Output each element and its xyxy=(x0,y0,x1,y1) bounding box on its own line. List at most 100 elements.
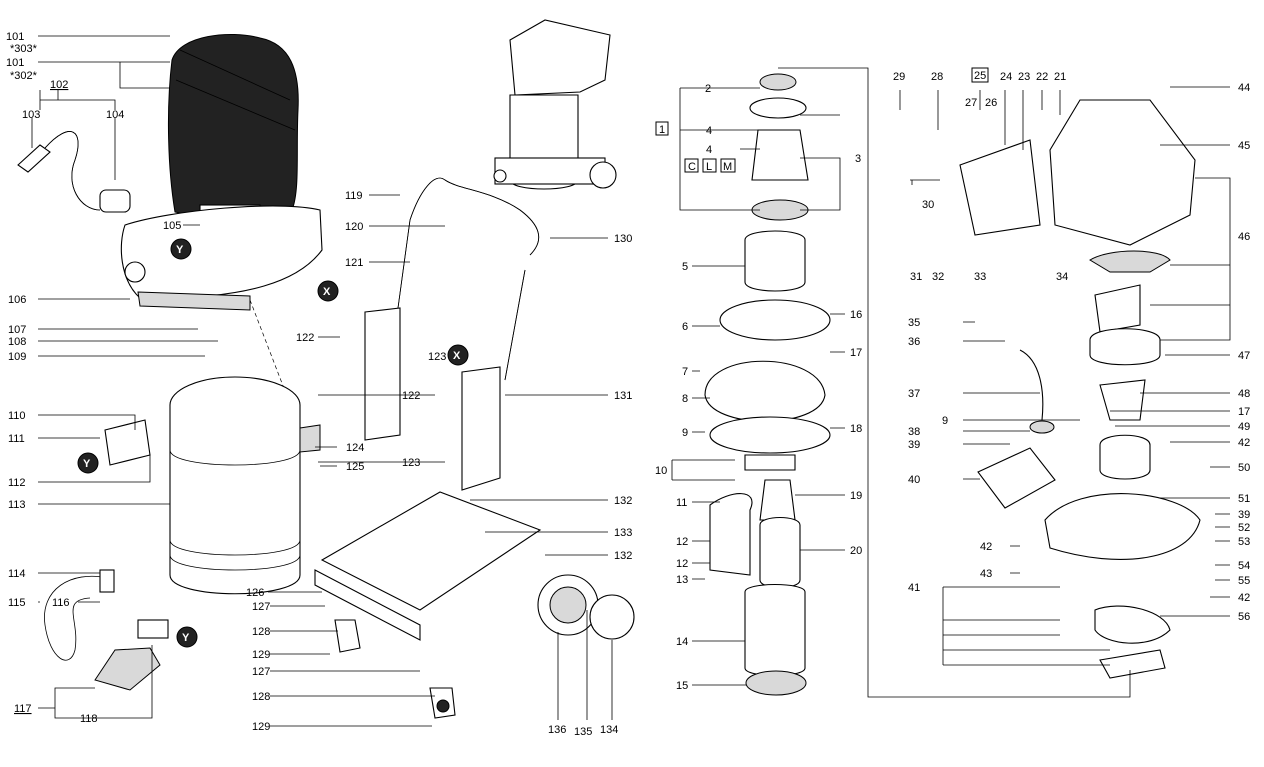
label-38: 38 xyxy=(908,426,920,438)
svg-text:Y: Y xyxy=(83,458,91,470)
label-132-b: 132 xyxy=(614,550,632,562)
label-119: 119 xyxy=(345,190,363,202)
label-6: 6 xyxy=(682,321,688,333)
label-106: 106 xyxy=(8,294,26,306)
label-127: 127 xyxy=(252,601,270,613)
label-33: 33 xyxy=(974,271,986,283)
machine-overview-part xyxy=(493,19,617,190)
label-27: 27 xyxy=(965,97,977,109)
label-47: 47 xyxy=(1238,350,1250,362)
label-10: 10 xyxy=(655,465,667,477)
label-130: 130 xyxy=(614,233,632,245)
svg-text:Y: Y xyxy=(182,632,190,644)
label-c: C xyxy=(688,161,696,173)
label-13: 13 xyxy=(676,574,688,586)
label-133: 133 xyxy=(614,527,632,539)
label-39-b: 39 xyxy=(1238,509,1250,521)
label-48: 48 xyxy=(1238,388,1250,400)
label-32: 32 xyxy=(932,271,944,283)
label-127-b: 127 xyxy=(252,666,270,678)
label-16: 16 xyxy=(850,309,862,321)
label-41: 41 xyxy=(908,582,920,594)
label-22: 22 xyxy=(1036,71,1048,83)
label-8: 8 xyxy=(682,393,688,405)
label-2: 2 xyxy=(705,83,711,95)
label-l: L xyxy=(706,161,712,173)
label-135: 135 xyxy=(574,726,592,738)
label-40: 40 xyxy=(908,474,920,486)
label-120: 120 xyxy=(345,221,363,233)
label-111: 111 xyxy=(8,433,25,445)
label-20: 20 xyxy=(850,545,862,557)
label-121: 121 xyxy=(345,257,363,269)
chassis-part xyxy=(314,491,635,719)
label-7: 7 xyxy=(682,366,688,378)
label-122: 122 xyxy=(296,332,314,344)
label-52: 52 xyxy=(1238,522,1250,534)
label-37: 37 xyxy=(908,388,920,400)
label-123: 123 xyxy=(428,351,446,363)
label-12-b: 12 xyxy=(676,558,688,570)
label-117: 117 xyxy=(14,703,32,715)
marker-y-shroud: Y xyxy=(170,238,192,260)
label-125: 125 xyxy=(346,461,364,473)
label-15: 15 xyxy=(676,680,688,692)
label-18: 18 xyxy=(850,423,862,435)
label-9: 9 xyxy=(682,427,688,439)
label-129-b: 129 xyxy=(252,721,270,733)
label-107: 107 xyxy=(8,324,26,336)
label-51: 51 xyxy=(1238,493,1250,505)
label-23: 23 xyxy=(1018,71,1030,83)
label-1: 1 xyxy=(659,124,665,136)
label-17-b: 17 xyxy=(1238,406,1250,418)
label-134: 134 xyxy=(600,724,618,736)
label-29: 29 xyxy=(893,71,905,83)
label-43: 43 xyxy=(980,568,992,580)
filter-bag-part xyxy=(167,33,299,228)
label-42-b: 42 xyxy=(1238,437,1250,449)
label-136: 136 xyxy=(548,724,566,736)
label-55: 55 xyxy=(1238,575,1250,587)
label-12: 12 xyxy=(676,536,688,548)
label-28: 28 xyxy=(931,71,943,83)
label-54: 54 xyxy=(1238,560,1250,572)
label-24: 24 xyxy=(1000,71,1012,83)
label-53: 53 xyxy=(1238,536,1250,548)
label-50: 50 xyxy=(1238,462,1250,474)
label-3: 3 xyxy=(855,153,861,165)
label-36: 36 xyxy=(908,336,920,348)
label-56: 56 xyxy=(1238,611,1250,623)
label-126: 126 xyxy=(246,587,264,599)
pneumatic-kit-part xyxy=(44,569,169,691)
label-115: 115 xyxy=(8,597,26,609)
label-39: 39 xyxy=(908,439,920,451)
label-35: 35 xyxy=(908,317,920,329)
label-42-c: 42 xyxy=(1238,592,1250,604)
label-14: 14 xyxy=(676,636,688,648)
label-101-b: 101 xyxy=(6,57,24,69)
label-131: 131 xyxy=(614,390,632,402)
label-116: 116 xyxy=(52,597,70,609)
label-5: 5 xyxy=(682,261,688,273)
label-123-b: 123 xyxy=(402,457,420,469)
motor-housing-part xyxy=(1044,99,1201,679)
label-46: 46 xyxy=(1238,231,1250,243)
label-110: 110 xyxy=(8,410,26,422)
label-44: 44 xyxy=(1238,82,1250,94)
label-30: 30 xyxy=(922,199,934,211)
label-17: 17 xyxy=(850,347,862,359)
label-302: *302* xyxy=(10,70,38,82)
label-102: 102 xyxy=(50,79,68,91)
label-m: M xyxy=(723,161,732,173)
label-128-b: 128 xyxy=(252,691,270,703)
label-19: 19 xyxy=(850,490,862,502)
part-labels: 101 *303* 101 *302* 102 103 104 105 106 … xyxy=(6,31,1250,738)
label-114: 114 xyxy=(8,568,26,580)
label-42: 42 xyxy=(980,541,992,553)
label-45: 45 xyxy=(1238,140,1250,152)
label-21: 21 xyxy=(1054,71,1066,83)
side-rails-part xyxy=(364,307,501,491)
tank-part xyxy=(104,376,321,595)
label-122-b: 122 xyxy=(402,390,420,402)
